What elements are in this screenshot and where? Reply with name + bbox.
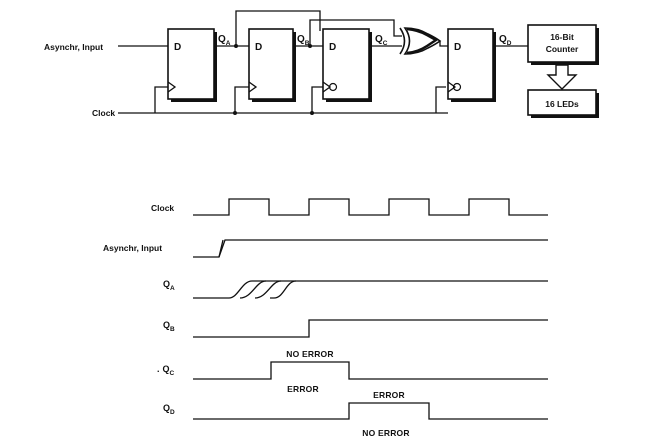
- ff-b-d-pin: D: [255, 42, 262, 53]
- ff-b-q-label: QB: [297, 34, 310, 47]
- asynchronous-input-label: Asynchr, Input: [44, 42, 103, 52]
- qb-signal-label: QB: [163, 320, 175, 333]
- circuit-schematic: Asynchr, Input Clock D QA D QB: [44, 10, 599, 118]
- inverted-clock-bubble-icon: [452, 82, 462, 92]
- flip-flop-d: D: [447, 28, 496, 102]
- clock-edge-icon: [248, 81, 258, 93]
- ff-a-d-pin: D: [174, 42, 181, 53]
- leds-label: 16 LEDs: [545, 99, 579, 109]
- clock-waveform: [193, 198, 548, 216]
- qa-feedback-wire: [235, 10, 321, 46]
- qc-no-error-label: NO ERROR: [286, 349, 333, 359]
- input-signal-label: Asynchr, Input: [103, 243, 162, 253]
- clock-edge-icon: [322, 81, 332, 93]
- clock-edge-icon: [167, 81, 177, 93]
- flip-flop-a: D: [167, 28, 217, 102]
- input-edge-ghost: [218, 239, 224, 258]
- timing-diagram: Clock Asynchr, Input QA QB .QC QD NO ERR…: [103, 198, 548, 438]
- xor-output-wire: [439, 41, 448, 47]
- qc-signal-label: .QC: [157, 364, 175, 377]
- ff-a-q-label: QA: [218, 34, 231, 47]
- counter-label-line2: Counter: [546, 44, 579, 54]
- input-waveform: [193, 239, 548, 258]
- clock-junction-dot: [233, 111, 237, 115]
- ff-d-q-label: QD: [499, 34, 512, 47]
- qa-waveform: [193, 280, 548, 299]
- ff-c-d-pin: D: [329, 42, 336, 53]
- clock-branch-ff4: [435, 86, 446, 113]
- qd-signal-label: QD: [163, 403, 175, 416]
- flip-flop-c: D: [322, 28, 372, 102]
- qa-metastable-trace: [239, 280, 267, 299]
- qb-to-xor-wire: [309, 19, 402, 46]
- clock-branch-ff2: [234, 86, 249, 113]
- qa-signal-label: QA: [163, 279, 175, 292]
- xor-gate: [399, 27, 442, 55]
- ff-c-q-label: QC: [375, 34, 388, 47]
- counter-label-line1: 16-Bit: [550, 32, 574, 42]
- qd-no-error-label: NO ERROR: [362, 428, 409, 438]
- clock-edge-icon: [447, 81, 457, 93]
- qd-waveform: [193, 402, 548, 420]
- clock-junction-dot: [310, 111, 314, 115]
- qb-waveform: [193, 319, 548, 338]
- qa-metastable-trace: [270, 280, 297, 299]
- qa-metastable-trace: [254, 280, 282, 299]
- clock-input-label: Clock: [92, 108, 115, 118]
- clock-branch-ff1: [154, 86, 168, 113]
- ff-d-d-pin: D: [454, 42, 461, 53]
- counter-box: 16-Bit Counter: [527, 24, 599, 65]
- clock-signal-label: Clock: [151, 203, 174, 213]
- leds-box: 16 LEDs: [527, 89, 599, 118]
- qc-waveform: [193, 361, 548, 380]
- qc-error-label: ERROR: [287, 384, 319, 394]
- down-arrow-icon: [546, 64, 578, 90]
- flip-flop-b: D: [248, 28, 296, 102]
- clock-branch-ff3: [311, 86, 323, 113]
- qd-error-label: ERROR: [373, 390, 405, 400]
